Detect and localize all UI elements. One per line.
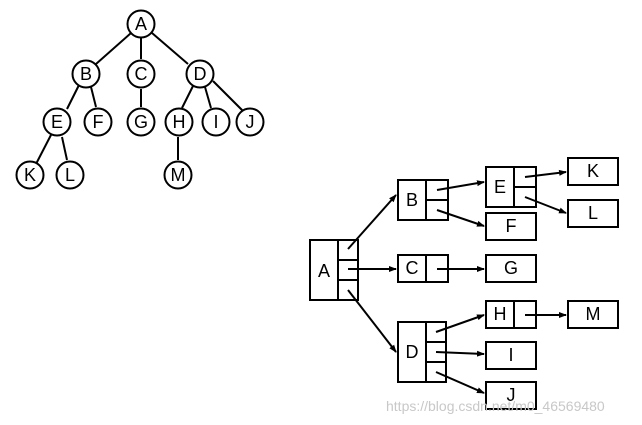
storage-node-b [397, 179, 449, 221]
tree-node-a [126, 9, 156, 39]
tree-node-h [164, 107, 194, 137]
tree-label-d: D [194, 64, 207, 84]
tree-label-h: H [173, 112, 186, 132]
tree-label-c: C [135, 64, 148, 84]
tree-node-b [71, 59, 101, 89]
tree-label-k: K [24, 165, 36, 185]
tree-node-f [83, 107, 113, 137]
edge-b-f [90, 86, 97, 108]
storage-label-l: L [588, 203, 598, 223]
edge-a-d [151, 32, 189, 65]
arrow-e-l [524, 196, 567, 214]
storage-label-g: G [504, 258, 518, 278]
storage-label-c: C [406, 258, 419, 278]
watermark-url: https://blog.csdn.net/m0_46569480 [386, 398, 605, 414]
arrow-d-i [435, 350, 485, 357]
tree-node-j [235, 107, 265, 137]
storage-label-b: B [406, 190, 418, 210]
tree-node-c [126, 59, 156, 89]
storage-label-h: H [494, 304, 507, 324]
tree-node-d [185, 59, 215, 89]
tree-label-j: J [246, 112, 255, 132]
storage-label-f: F [506, 216, 517, 236]
tree-label-f: F [93, 112, 104, 132]
storage-node-l [567, 199, 619, 228]
storage-label-d: D [406, 342, 419, 362]
storage-node-j [485, 381, 537, 410]
edge-d-h [181, 85, 194, 109]
tree-node-g [126, 107, 156, 137]
tree-node-i [201, 107, 231, 137]
tree-label-b: B [80, 64, 92, 84]
tree-label-m: M [171, 165, 186, 185]
tree-label-l: L [65, 165, 75, 185]
edge-d-i [204, 86, 212, 109]
storage-node-i [485, 341, 537, 370]
storage-label-a: A [318, 261, 330, 281]
storage-node-f [485, 212, 537, 241]
storage-diagram [309, 157, 619, 410]
tree-label-a: A [135, 14, 147, 34]
tree-node-l [55, 160, 85, 190]
edge-a-b [95, 32, 132, 65]
tree-graph [15, 9, 265, 190]
edge-e-k [35, 132, 53, 165]
storage-label-i: I [508, 345, 513, 365]
storage-label-j: J [507, 385, 516, 405]
tree-node-e [42, 107, 72, 137]
arrow-d-j [435, 371, 485, 394]
tree-label-e: E [51, 112, 63, 132]
storage-node-g [485, 254, 537, 283]
tree-label-i: I [213, 112, 218, 132]
arrow-b-e [436, 180, 485, 191]
arrow-e-k [524, 169, 567, 178]
tree-node-m [163, 160, 193, 190]
storage-node-k [567, 157, 619, 186]
arrow-d-h [435, 314, 485, 333]
edge-d-j [212, 80, 245, 113]
tree-label-g: G [134, 112, 148, 132]
arrow-b-f [436, 209, 485, 227]
arrow-a-b [347, 194, 397, 250]
edge-e-l [61, 136, 68, 161]
storage-node-e [485, 166, 537, 208]
storage-arrows [347, 169, 567, 394]
edge-b-e [66, 84, 80, 110]
storage-node-m [567, 300, 619, 329]
tree-node-k [15, 160, 45, 190]
storage-label-e: E [494, 177, 506, 197]
arrow-a-d [347, 289, 397, 353]
storage-label-k: K [587, 161, 599, 181]
storage-label-m: M [586, 304, 601, 324]
